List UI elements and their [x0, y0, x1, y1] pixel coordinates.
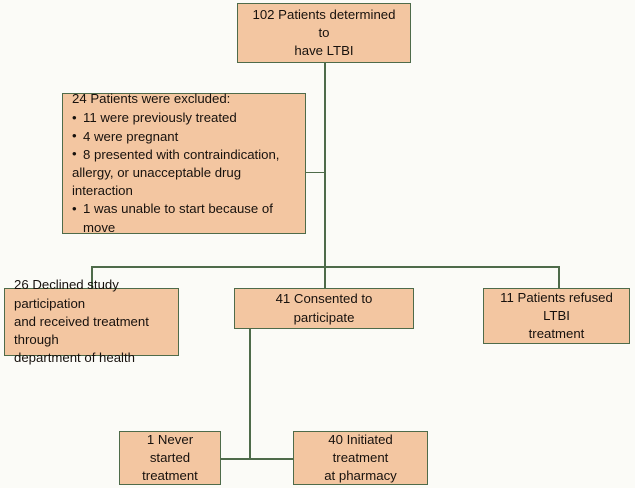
node-consented-line1: 41 Consented to participate: [275, 291, 373, 325]
list-item: 11 were previously treated: [72, 109, 296, 127]
connector-stem-to-bottom-row: [249, 329, 251, 459]
node-refused-treatment: 11 Patients refused LTBI treatment: [483, 288, 630, 344]
node-initiated-line2: at pharmacy: [324, 468, 397, 484]
node-determined-line2: have LTBI: [294, 43, 354, 59]
connector-drop-consented: [324, 266, 326, 288]
node-declined-study: 26 Declined study participation and rece…: [4, 277, 179, 365]
list-item: 1 was unable to start because of move: [72, 200, 296, 236]
node-refused-line2: treatment: [528, 326, 585, 342]
node-declined-line3: department of health: [14, 350, 135, 366]
connector-spine-top: [324, 63, 326, 267]
list-item-continuation: allergy, or unacceptable drug interactio…: [72, 165, 242, 199]
node-never-started-line1: 1 Never started: [146, 431, 194, 465]
connector-drop-declined: [91, 266, 93, 288]
node-never-started-line2: treatment: [142, 468, 198, 484]
connector-bottom-row-bar: [221, 458, 293, 460]
node-initiated-line1: 40 Initiated treatment: [328, 431, 393, 465]
connector-to-excluded-box: [306, 171, 325, 173]
list-item: 4 were pregnant: [72, 127, 296, 146]
node-refused-line1: 11 Patients refused LTBI: [500, 289, 613, 323]
node-patients-excluded: 24 Patients were excluded: 11 were previ…: [62, 91, 306, 237]
node-patients-determined: 102 Patients determined to have LTBI: [237, 3, 411, 63]
node-determined-line1: 102 Patients determined to: [252, 6, 396, 40]
node-declined-line1: 26 Declined study participation: [14, 277, 119, 311]
list-item: 8 presented with contraindication,: [72, 145, 296, 164]
node-never-started: 1 Never started treatment: [119, 431, 221, 485]
node-initiated-treatment: 40 Initiated treatment at pharmacy: [293, 431, 428, 485]
node-declined-line2: and received treatment through: [14, 313, 149, 348]
connector-drop-refused: [558, 266, 560, 288]
node-consented: 41 Consented to participate: [234, 288, 414, 329]
node-excluded-list: 11 were previously treated 4 were pregna…: [72, 109, 296, 237]
node-excluded-title: 24 Patients were excluded:: [72, 91, 231, 107]
